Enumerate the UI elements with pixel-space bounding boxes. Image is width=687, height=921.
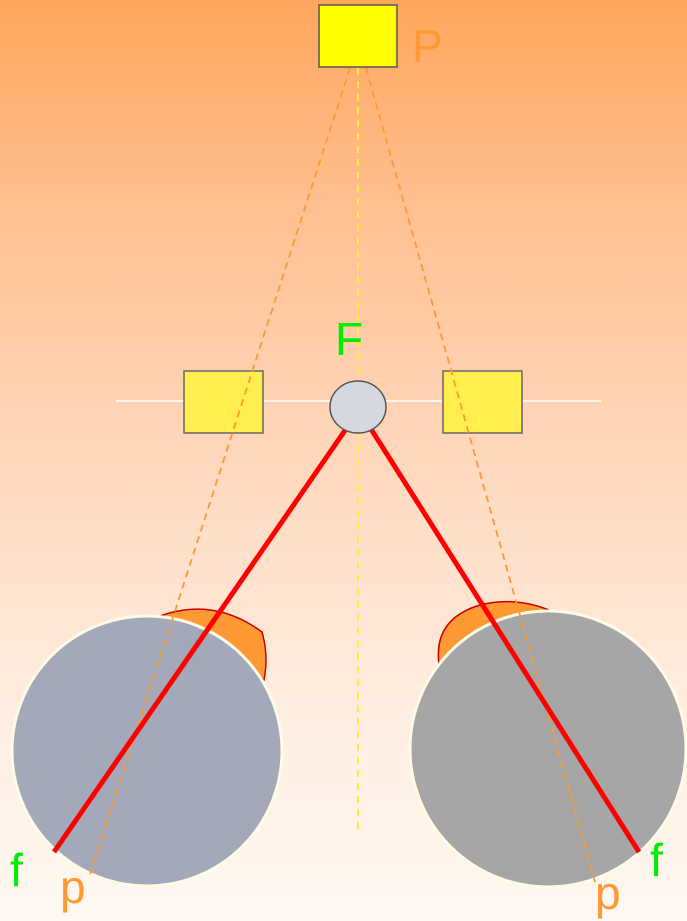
fixation-point-label: F	[335, 313, 363, 365]
right-side-object	[442, 370, 523, 434]
left-fixation-line	[51, 427, 349, 854]
right-projection-line	[365, 67, 596, 883]
left-side-object	[183, 370, 264, 434]
left-eye-fixation-label: f	[10, 844, 23, 896]
right-fixation-line	[368, 427, 642, 854]
left-projection-line	[89, 67, 351, 876]
left-eye-projection-label: p	[60, 861, 86, 913]
right-eye-projection-label: p	[595, 867, 621, 919]
right-eyeball	[408, 609, 687, 889]
left-eyeball	[10, 614, 284, 888]
right-eye-fixation-label: f	[650, 834, 663, 886]
far-object	[318, 4, 398, 68]
far-object-label: P	[412, 20, 443, 72]
fixation-point	[329, 380, 387, 434]
